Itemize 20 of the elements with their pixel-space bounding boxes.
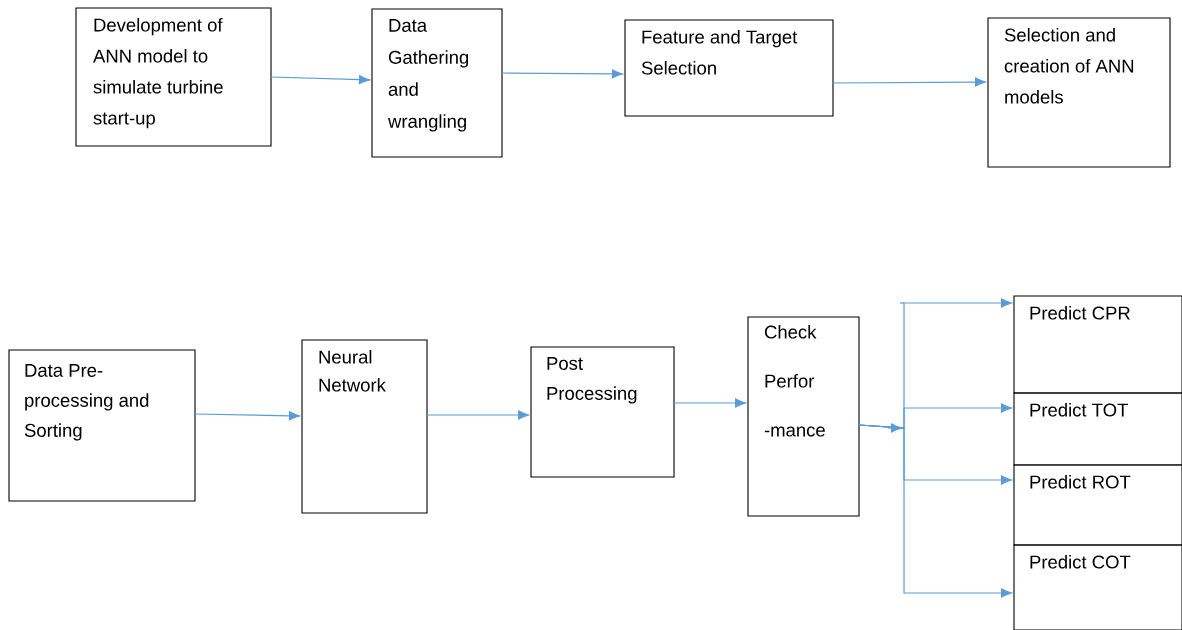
- arrow: [270, 75, 371, 85]
- process-box: Post Processing: [530, 346, 675, 478]
- arrow: [832, 77, 987, 87]
- arrow: [501, 69, 624, 79]
- process-box: Data Pre- processing and Sorting: [8, 349, 196, 502]
- process-box: Predict CPR: [1013, 295, 1182, 394]
- process-box: Predict COT: [1013, 544, 1182, 630]
- process-box: Data Gathering and wrangling: [371, 8, 503, 158]
- process-box: Predict ROT: [1013, 464, 1182, 546]
- process-box: Check Perfor -mance: [747, 316, 860, 517]
- process-box: Predict TOT: [1013, 392, 1182, 466]
- arrow: [858, 424, 1013, 598]
- process-box: Feature and Target Selection: [624, 19, 834, 117]
- process-box: Selection and creation of ANN models: [987, 17, 1171, 168]
- arrow: [194, 411, 301, 421]
- arrow: [887, 423, 903, 433]
- process-box: Neural Network: [301, 339, 428, 514]
- arrow: [673, 398, 747, 408]
- process-box: Development of ANN model to simulate turbine start-up: [75, 7, 272, 147]
- arrow: [426, 410, 530, 420]
